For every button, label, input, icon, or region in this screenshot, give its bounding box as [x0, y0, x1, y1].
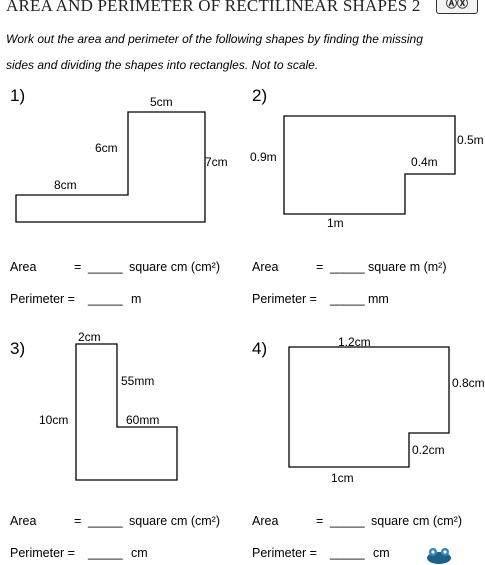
shape-1-label-right: 7cm: [205, 155, 228, 169]
shape-3-label-top: 2cm: [78, 330, 101, 344]
q1-area-unit: square cm (cm²): [129, 260, 220, 274]
question-4-number: 4): [252, 339, 268, 358]
question-3-number: 3): [10, 339, 26, 358]
q2-area-label: Area: [252, 260, 279, 274]
q3-area-label: Area: [10, 514, 37, 528]
shape-2-label-right: 0.5m: [457, 133, 484, 147]
q1-perimeter-blank[interactable]: _____: [88, 292, 123, 306]
shape-4-outline: [288, 346, 450, 468]
q2-perimeter-unit: mm: [368, 292, 389, 306]
shape-2-label-left: 0.9m: [250, 150, 277, 164]
q1-area-blank[interactable]: _____: [88, 260, 123, 274]
q1-area-equals: =: [74, 260, 82, 274]
q3-perimeter-label: Perimeter =: [10, 546, 75, 560]
q4-perimeter-unit: cm: [373, 546, 390, 560]
q4-area-label: Area: [252, 514, 279, 528]
q1-perimeter-label: Perimeter =: [10, 292, 75, 306]
shape-1-label-top: 5cm: [150, 95, 173, 109]
q2-area-unit: square m (m²): [368, 260, 447, 274]
question-2-number: 2): [252, 86, 268, 105]
shape-2-label-notch: 0.4m: [411, 155, 438, 169]
q4-perimeter-label: Perimeter =: [252, 546, 317, 560]
shape-2-label-bottom: 1m: [327, 216, 344, 230]
shape-1-label-left: 8cm: [54, 178, 77, 192]
q2-area-equals: =: [316, 260, 324, 274]
shape-4-label-notch: 0.2cm: [412, 443, 445, 457]
q2-area-blank[interactable]: _____: [330, 260, 365, 274]
q4-perimeter-blank[interactable]: _____: [330, 546, 365, 560]
instructions-line-1: Work out the area and perimeter of the f…: [6, 32, 423, 46]
shape-3-label-step: 60mm: [126, 413, 160, 427]
q2-perimeter-label: Perimeter =: [252, 292, 317, 306]
mascot-icon: [427, 548, 451, 564]
q1-perimeter-unit: m: [131, 292, 142, 306]
q3-area-unit: square cm (cm²): [129, 514, 220, 528]
shape-3-label-inner-vertical: 55mm: [121, 374, 155, 388]
shape-1-label-inner-vertical: 6cm: [95, 141, 118, 155]
shape-1-outline: [15, 111, 206, 223]
instructions-line-2: sides and dividing the shapes into recta…: [6, 58, 319, 72]
shape-3-label-left: 10cm: [39, 413, 69, 427]
shape-2-outline: [283, 115, 456, 215]
q3-area-equals: =: [74, 514, 82, 528]
q3-perimeter-blank[interactable]: _____: [88, 546, 123, 560]
q4-area-equals: =: [316, 514, 324, 528]
q4-area-blank[interactable]: _____: [330, 514, 365, 528]
question-1-number: 1): [10, 86, 26, 105]
q3-area-blank[interactable]: _____: [88, 514, 123, 528]
shape-4-label-right: 0.8cm: [452, 376, 485, 390]
q3-perimeter-unit: cm: [131, 546, 148, 560]
shape-4-label-top: 1.2cm: [338, 335, 371, 349]
shape-3-outline: [75, 343, 178, 481]
shape-4-label-bottom: 1cm: [331, 471, 354, 485]
q2-perimeter-blank[interactable]: _____: [330, 292, 365, 306]
q4-area-unit: square cm (cm²): [371, 514, 462, 528]
site-logo: ⒶⓍ: [436, 0, 478, 14]
worksheet-title: AREA AND PERIMETER OF RECTILINEAR SHAPES…: [6, 0, 421, 15]
q1-area-label: Area: [10, 260, 37, 274]
